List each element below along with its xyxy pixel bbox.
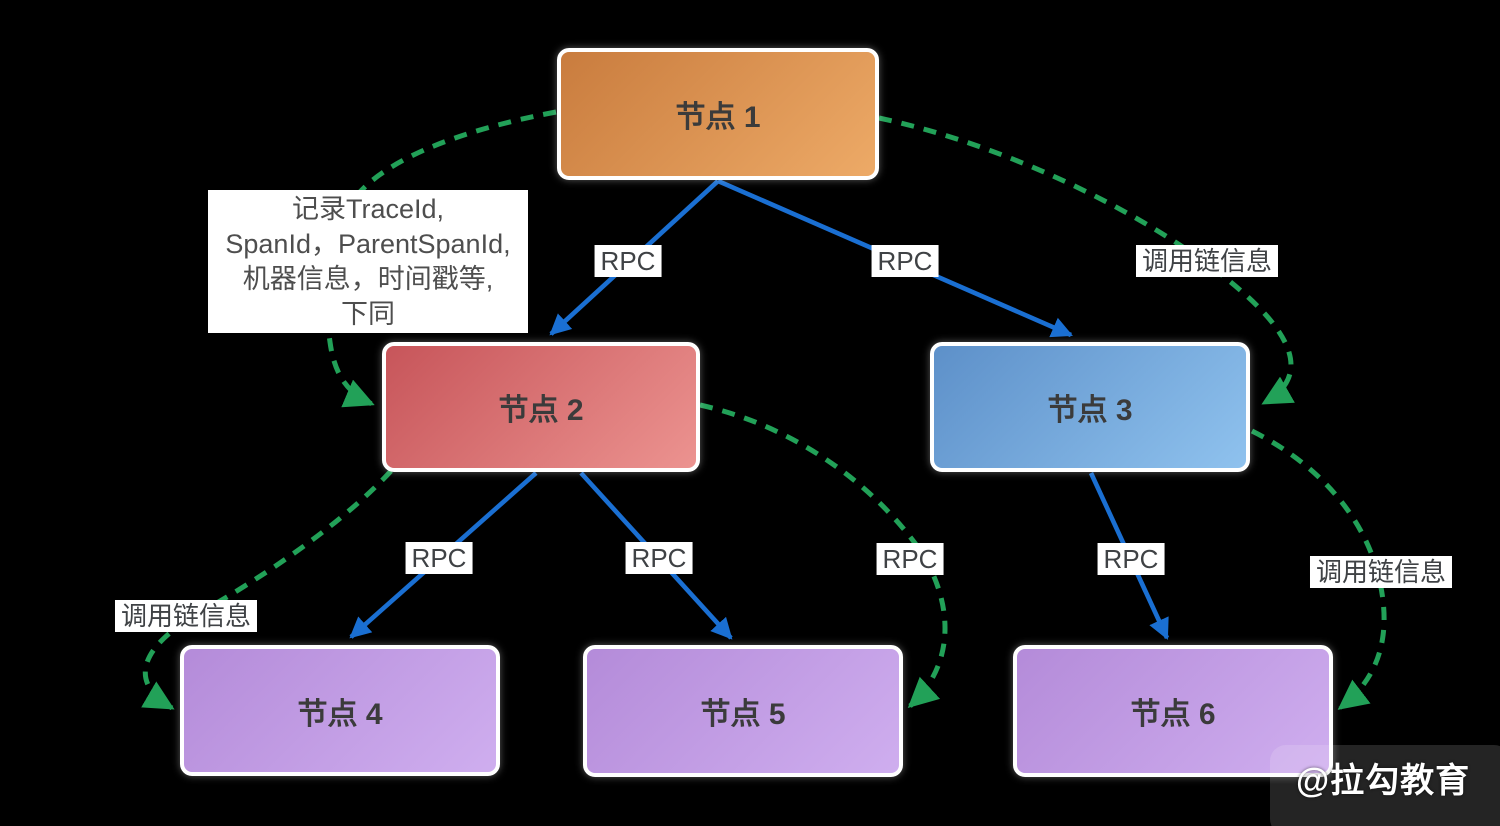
rpc-label-n3-n6: RPC: [1097, 543, 1165, 575]
node-6-label: 节点 6: [1130, 698, 1216, 731]
trace-annotation-note: 记录TraceId, SpanId，ParentSpanId, 机器信息，时间戳…: [208, 190, 528, 333]
node-4: 节点 4: [180, 645, 500, 776]
node-2-label: 节点 2: [498, 394, 584, 427]
rpc-label-n2-n4: RPC: [405, 542, 473, 574]
node-6: 节点 6: [1013, 645, 1333, 777]
trace-info-label-bottom-right: 调用链信息: [1309, 556, 1453, 588]
rpc-label-n2-n5: RPC: [625, 542, 693, 574]
trace-arrow-n1-n2: [324, 109, 557, 408]
annotation-line-1: 记录TraceId,: [291, 193, 445, 224]
annotation-line-2: SpanId，ParentSpanId,: [225, 228, 511, 259]
node-2: 节点 2: [382, 342, 700, 472]
node-4-label: 节点 4: [297, 697, 383, 731]
watermark-text: @拉勾教育: [1296, 762, 1471, 800]
node-1: 节点 1: [557, 48, 879, 180]
annotation-line-3: 机器信息，时间戳等,: [242, 263, 494, 294]
trace-info-label-bottom-left: 调用链信息: [114, 600, 258, 632]
rpc-label-trace-n2-n5: RPC: [876, 543, 944, 575]
watermark-background: [1270, 745, 1500, 826]
node-3: 节点 3: [930, 342, 1250, 472]
rpc-label-n1-n2: RPC: [594, 245, 662, 277]
annotation-line-4: 下同: [341, 298, 395, 329]
node-5: 节点 5: [583, 645, 903, 777]
node-5-label: 节点 5: [700, 698, 786, 731]
node-1-label: 节点 1: [675, 101, 761, 134]
trace-info-label-top-right: 调用链信息: [1135, 245, 1279, 277]
rpc-label-n1-n3: RPC: [871, 245, 939, 277]
node-3-label: 节点 3: [1047, 394, 1133, 427]
